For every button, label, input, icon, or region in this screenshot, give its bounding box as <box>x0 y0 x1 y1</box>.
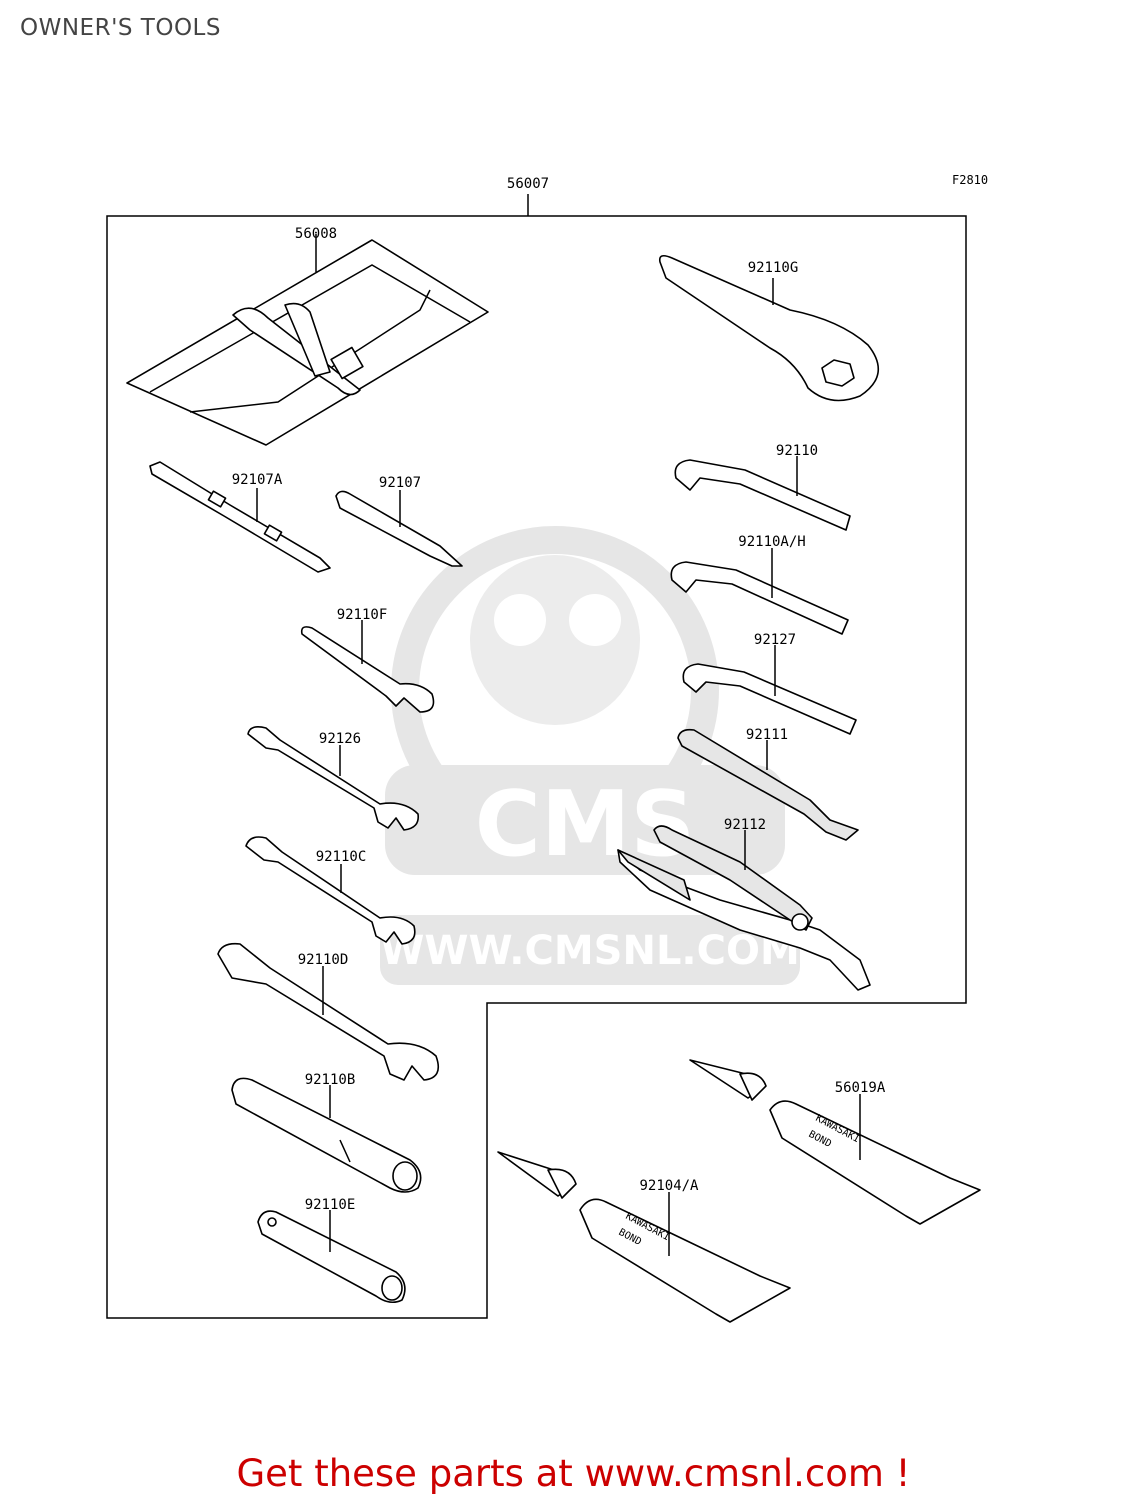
label-92110E: 92110E <box>305 1197 356 1213</box>
screwdriver-92107: 92107 <box>335 475 463 567</box>
label-92110D: 92110D <box>298 952 349 968</box>
cmsnl-parts-link[interactable]: Get these parts at www.cmsnl.com ! <box>236 1452 911 1495</box>
tool-bag-56008: 56008 <box>126 226 489 446</box>
label-92107: 92107 <box>379 475 421 491</box>
label-92104A: 92104/A <box>639 1178 699 1194</box>
box-wrench-92110B: 92110B <box>231 1072 422 1193</box>
wrench-92110D: 92110D <box>217 942 440 1081</box>
figure-code: F2810 <box>952 173 988 187</box>
ring-wrench-92110G: 92110G <box>658 254 880 402</box>
hex-wrench-92127: 92127 <box>682 632 857 735</box>
parts-diagram: CMS WWW.CMSNL.COM 56007 F2810 56008 9211… <box>106 173 988 1323</box>
bond-tube-92104A: KAWASAKI BOND 92104/A <box>497 1151 791 1323</box>
screwdriver-92107A: 92107A <box>149 461 331 573</box>
box-wrench-92110E: 92110E <box>257 1197 406 1304</box>
label-92110F: 92110F <box>337 607 388 623</box>
hex-wrench-92110: 92110 <box>674 443 851 531</box>
label-92126: 92126 <box>319 731 361 747</box>
pliers-92112: 92112 <box>617 817 871 991</box>
cmsnl-watermark: CMS WWW.CMSNL.COM <box>380 526 800 985</box>
label-92127: 92127 <box>754 632 796 648</box>
kit-outline <box>106 215 967 1319</box>
watermark-text: WWW.CMSNL.COM <box>380 928 800 974</box>
label-56008: 56008 <box>295 226 337 242</box>
watermark-logo: CMS <box>475 772 695 877</box>
wrench-92126: 92126 <box>247 726 420 831</box>
label-92110C: 92110C <box>316 849 367 865</box>
label-92110B: 92110B <box>305 1072 356 1088</box>
bond-tube-56019A: KAWASAKI BOND 56019A <box>689 1059 981 1225</box>
page-title: OWNER'S TOOLS <box>20 15 221 41</box>
wrench-92110F: 92110F <box>300 607 435 713</box>
label-92111: 92111 <box>746 727 788 743</box>
label-92112: 92112 <box>724 817 766 833</box>
label-92107A: 92107A <box>232 472 283 488</box>
hex-wrench-92110AH: 92110A/H <box>670 534 849 635</box>
label-92110AH: 92110A/H <box>738 534 805 550</box>
label-92110: 92110 <box>776 443 818 459</box>
label-92110G: 92110G <box>748 260 799 276</box>
label-56019A: 56019A <box>835 1080 886 1096</box>
label-56007: 56007 <box>507 176 549 192</box>
wrench-92110C: 92110C <box>245 836 416 945</box>
extension-bar-92111: 92111 <box>677 727 859 841</box>
